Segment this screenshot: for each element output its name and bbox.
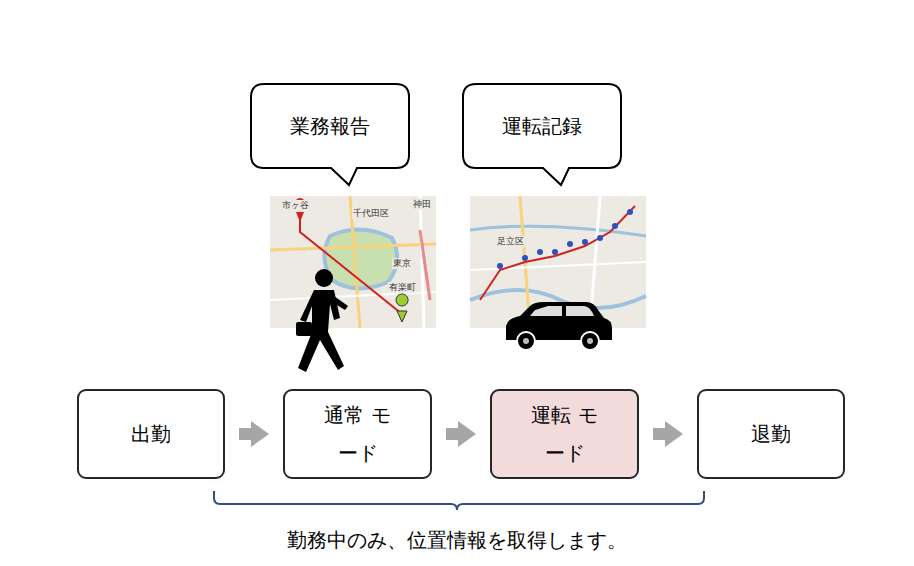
map-label: 神田 bbox=[412, 199, 432, 210]
node-text: 出勤 bbox=[131, 415, 171, 453]
speech-bubble: 業務報告 bbox=[250, 83, 410, 169]
process-box: 退勤 bbox=[697, 389, 845, 479]
map-label: 東京 bbox=[392, 258, 412, 269]
caption: 勤務中のみ、位置情報を取得します。 bbox=[287, 527, 627, 553]
map-image bbox=[470, 196, 646, 328]
node-text: 運転 モード bbox=[525, 396, 605, 472]
bracket bbox=[214, 491, 704, 510]
map-image bbox=[270, 196, 436, 328]
node-text: 通常 モード bbox=[318, 396, 398, 472]
flow-arrow bbox=[653, 428, 665, 440]
flow-arrow bbox=[239, 428, 251, 440]
map-label: 千代田区 bbox=[352, 208, 390, 219]
person-silhouette bbox=[296, 269, 348, 372]
map-label: 足立区 bbox=[496, 236, 525, 247]
map-label: 有楽町 bbox=[388, 282, 417, 293]
car-silhouette bbox=[506, 302, 612, 350]
map-label: 市ヶ谷 bbox=[281, 200, 310, 211]
mode-box: 通常 モード bbox=[283, 389, 432, 479]
process-box: 出勤 bbox=[77, 389, 225, 479]
flow-arrow bbox=[446, 428, 458, 440]
node-text: 業務報告 bbox=[290, 107, 370, 145]
speech-bubble: 運転記録 bbox=[462, 83, 622, 169]
node-text: 運転記録 bbox=[502, 107, 582, 145]
mode-box: 運転 モード bbox=[490, 389, 639, 479]
node-text: 退勤 bbox=[751, 415, 791, 453]
